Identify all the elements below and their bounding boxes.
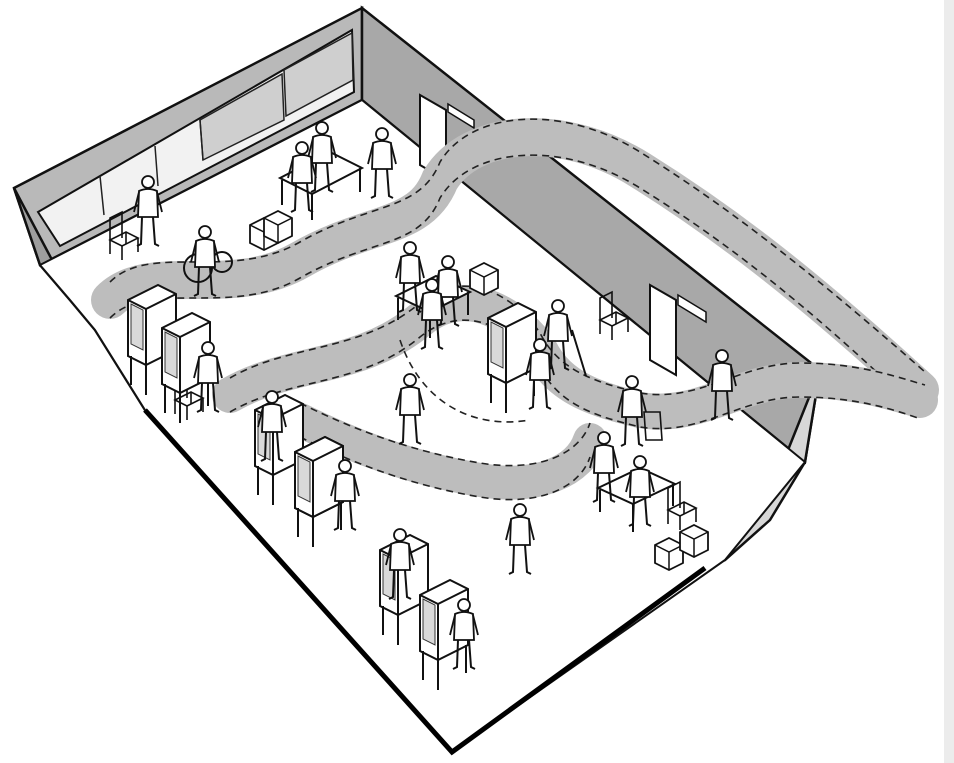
scrollbar[interactable]	[944, 0, 954, 763]
ballot-box	[655, 538, 683, 570]
ballot-box	[680, 525, 708, 557]
ballot-box	[470, 263, 498, 295]
ballot-box	[264, 211, 292, 243]
